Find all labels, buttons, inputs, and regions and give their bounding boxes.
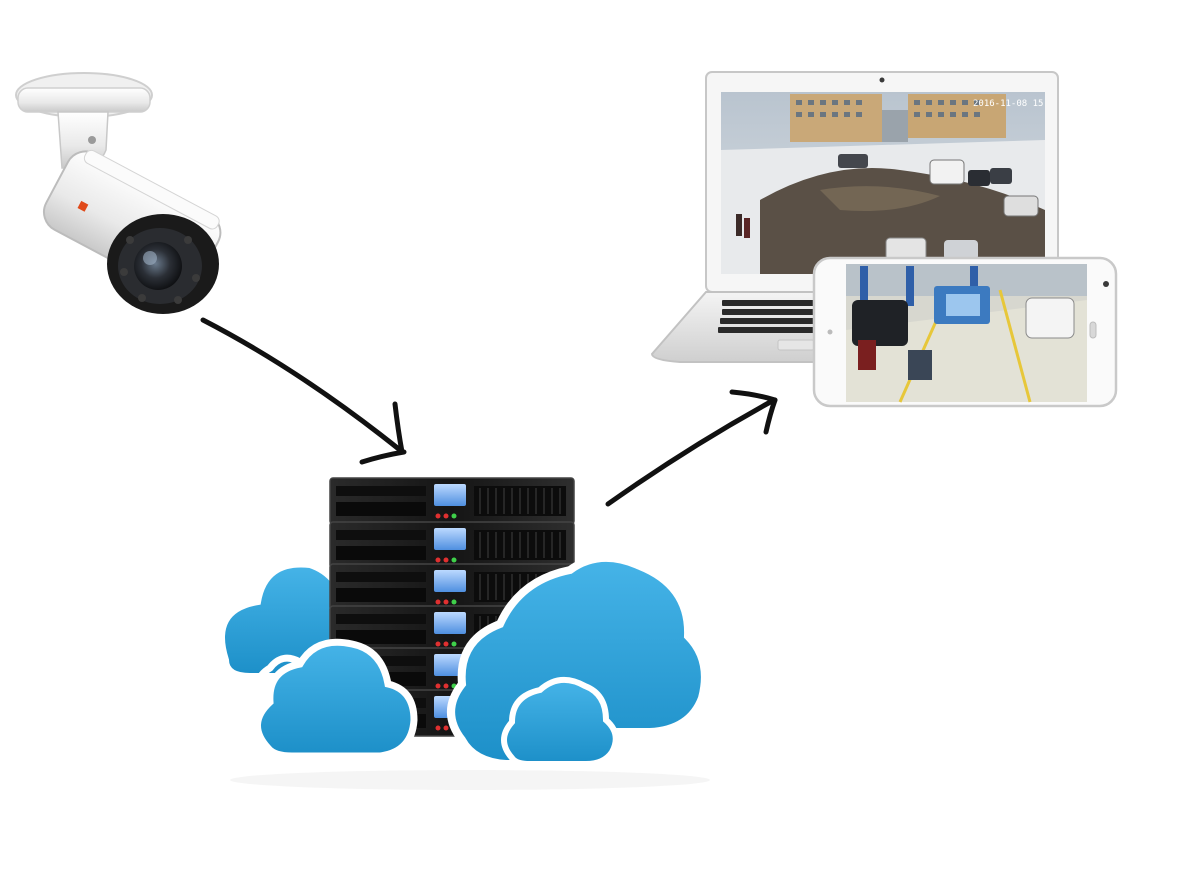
arrow-camera-to-server	[200, 317, 407, 465]
cctv-bullet-camera-icon	[15, 72, 222, 314]
laptop-keyboard	[718, 300, 834, 333]
cloud-right-small	[501, 677, 619, 767]
smartphone-icon	[812, 256, 1118, 408]
laptop-screen: 2016-11-08 15	[721, 92, 1045, 274]
smartphone-screen	[846, 264, 1087, 403]
laptop-cam-timestamp: 2016-11-08 15	[973, 99, 1043, 109]
cloud-left-front	[254, 638, 418, 760]
server-rack-cloud-icon	[219, 477, 710, 790]
server-rack	[329, 477, 575, 737]
arrow-server-to-devices	[605, 389, 778, 507]
